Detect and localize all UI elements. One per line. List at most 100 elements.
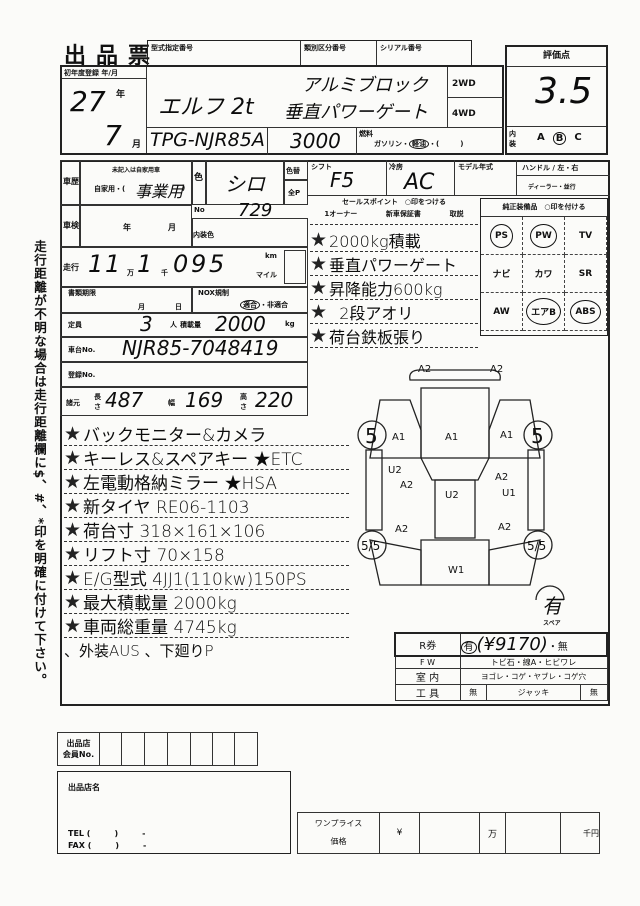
star-icon: ★ bbox=[64, 566, 82, 589]
fw-label: F W bbox=[394, 655, 461, 669]
equipment-item: カワ bbox=[523, 255, 565, 293]
member-digit[interactable] bbox=[99, 732, 122, 766]
model-year-label: モデル年式 bbox=[458, 163, 493, 171]
interior-cond-value: ヨゴレ・コゲ・ヤブレ・コゲ穴 bbox=[459, 668, 608, 685]
sales-point-text: 荷台鉄板張り bbox=[329, 327, 426, 347]
equipment-label-circled: ABS bbox=[570, 299, 601, 324]
member-digit[interactable] bbox=[144, 732, 168, 766]
tire-left-front bbox=[357, 420, 387, 450]
model-code: TPG-NJR85A bbox=[150, 129, 265, 151]
chassis-value: NJR85-7048419 bbox=[122, 336, 279, 360]
member-label-2: 会員No. bbox=[62, 750, 95, 759]
member-digit[interactable] bbox=[212, 732, 235, 766]
equipment-item: ABS bbox=[565, 293, 607, 331]
capacity-value: 3 bbox=[140, 312, 153, 336]
mileage-digit: 1 bbox=[137, 250, 153, 278]
load-label: 積載量 bbox=[180, 321, 201, 329]
hood-panel bbox=[420, 387, 490, 459]
equipment-label-circled: エアB bbox=[526, 298, 561, 325]
dealer-label: ディーラー・並行 bbox=[528, 184, 576, 191]
equipment-label: TV bbox=[578, 230, 593, 241]
sales-point: ★荷台鉄板張り bbox=[310, 324, 478, 348]
sales-point: ★ 2段アオリ bbox=[310, 300, 478, 324]
body-type-2: 垂直パワーゲート bbox=[284, 102, 428, 123]
tools-value: ジャッキ bbox=[485, 684, 582, 701]
capacity-label: 定員 bbox=[68, 321, 82, 329]
inspection-year-unit: 年 bbox=[123, 223, 131, 232]
equipment-item: AW bbox=[481, 293, 523, 331]
body-type-1: アルミブロック bbox=[302, 75, 428, 96]
dims-label: 諸元 bbox=[66, 399, 80, 407]
member-digit[interactable] bbox=[167, 732, 191, 766]
price-sen-field[interactable] bbox=[505, 812, 561, 854]
equipment-item: SR bbox=[565, 255, 607, 293]
note-exterior: 、外装AUS 、下廻りP bbox=[64, 641, 214, 660]
inspection-month-unit: 月 bbox=[168, 223, 176, 232]
interior-grade-b-selected: B bbox=[552, 132, 567, 145]
ac-value: AC bbox=[404, 170, 435, 195]
nox-other: ・非適合 bbox=[260, 301, 288, 309]
left-rear-panel bbox=[369, 539, 422, 586]
inspection-label: 車検 bbox=[63, 221, 79, 230]
damage-mark: U1 bbox=[502, 488, 516, 499]
drive-2wd: 2WD bbox=[452, 79, 476, 89]
damage-mark: A2 bbox=[395, 524, 408, 535]
docs-month: 月 bbox=[138, 303, 145, 311]
right-front-fender bbox=[488, 399, 541, 459]
right-rear-panel bbox=[488, 539, 541, 586]
handle-label: ハンドル / 左・右 bbox=[522, 164, 579, 172]
price-man-field[interactable] bbox=[419, 812, 480, 854]
mileage-digit: 9 bbox=[191, 250, 207, 278]
spec-row: シフト F5 冷房 AC モデル年式 ハンドル / 左・右 ディーラー・並行 bbox=[308, 160, 610, 196]
km-unit: km bbox=[265, 252, 277, 260]
note-item: ★バックモニター&カメラ bbox=[64, 422, 349, 446]
windshield bbox=[420, 457, 490, 481]
tire-left-rear bbox=[357, 530, 387, 560]
member-digit[interactable] bbox=[234, 732, 258, 766]
sales-point: ★垂直パワーゲート bbox=[310, 252, 478, 276]
option-manual: 取説 bbox=[449, 210, 464, 218]
note-item: ★荷台寸 318×161×106 bbox=[64, 518, 349, 542]
interior-color-label: 内装色 bbox=[193, 231, 214, 239]
star-icon: ★ bbox=[64, 518, 82, 541]
equipment-item: PW bbox=[523, 217, 565, 255]
color-label: 色 bbox=[194, 173, 204, 183]
usage-label: 車歴 bbox=[63, 177, 79, 186]
interior-cond-label: 室 内 bbox=[394, 668, 461, 685]
equipment-label: AW bbox=[493, 306, 510, 317]
height-value: 220 bbox=[255, 388, 294, 412]
tire-tread: 5 bbox=[365, 424, 378, 448]
left-step bbox=[365, 449, 383, 531]
mileage-label: 走行 bbox=[63, 263, 79, 272]
score-value: 3.5 bbox=[535, 71, 593, 112]
fuel-selected: 軽油 bbox=[409, 139, 429, 149]
note-item: ★新タイヤ RE06-1103 bbox=[64, 494, 349, 518]
mileage-digit: 5 bbox=[209, 250, 225, 278]
member-digit[interactable] bbox=[121, 732, 145, 766]
member-digit[interactable] bbox=[190, 732, 213, 766]
category-label: 類別区分番号 bbox=[304, 44, 346, 52]
equipment-label: SR bbox=[578, 268, 593, 279]
roof-panel bbox=[434, 479, 476, 539]
height-label: 高さ bbox=[240, 393, 247, 411]
sales-point-text: 2000kg積載 bbox=[329, 231, 421, 251]
damage-mark: A1 bbox=[445, 432, 458, 443]
side-note: 走行距離が不明な場合は走行距離欄に$、#、*印を明確に付けて下さい。 bbox=[32, 240, 47, 688]
details-panel: 車歴 未記入は自家用車 自家用・( 事業用 ) 色 シロ 色替 全P No 72… bbox=[60, 160, 308, 416]
mileage-digit: 1 bbox=[88, 250, 104, 278]
color-no: 729 bbox=[238, 200, 273, 221]
header-fields: 型式指定番号 類別区分番号 シリアル番号 bbox=[147, 40, 472, 66]
r-selected: 有 bbox=[460, 641, 477, 654]
note-item: ★車両総重量 4745kg bbox=[64, 614, 349, 638]
spare-tire bbox=[535, 585, 565, 600]
left-front-fender bbox=[369, 399, 422, 459]
sales-point: ★2000kg積載 bbox=[310, 228, 478, 252]
r-other: ・無 bbox=[547, 642, 568, 653]
sales-point: ★昇降能力600kg bbox=[310, 276, 478, 300]
load-unit: kg bbox=[285, 320, 295, 328]
man-unit: 万 bbox=[127, 269, 134, 277]
member-label: 出品店 bbox=[66, 739, 91, 748]
interior-label: 内装 bbox=[509, 130, 516, 148]
right-step bbox=[527, 449, 545, 531]
length-label: 長さ bbox=[94, 393, 101, 411]
